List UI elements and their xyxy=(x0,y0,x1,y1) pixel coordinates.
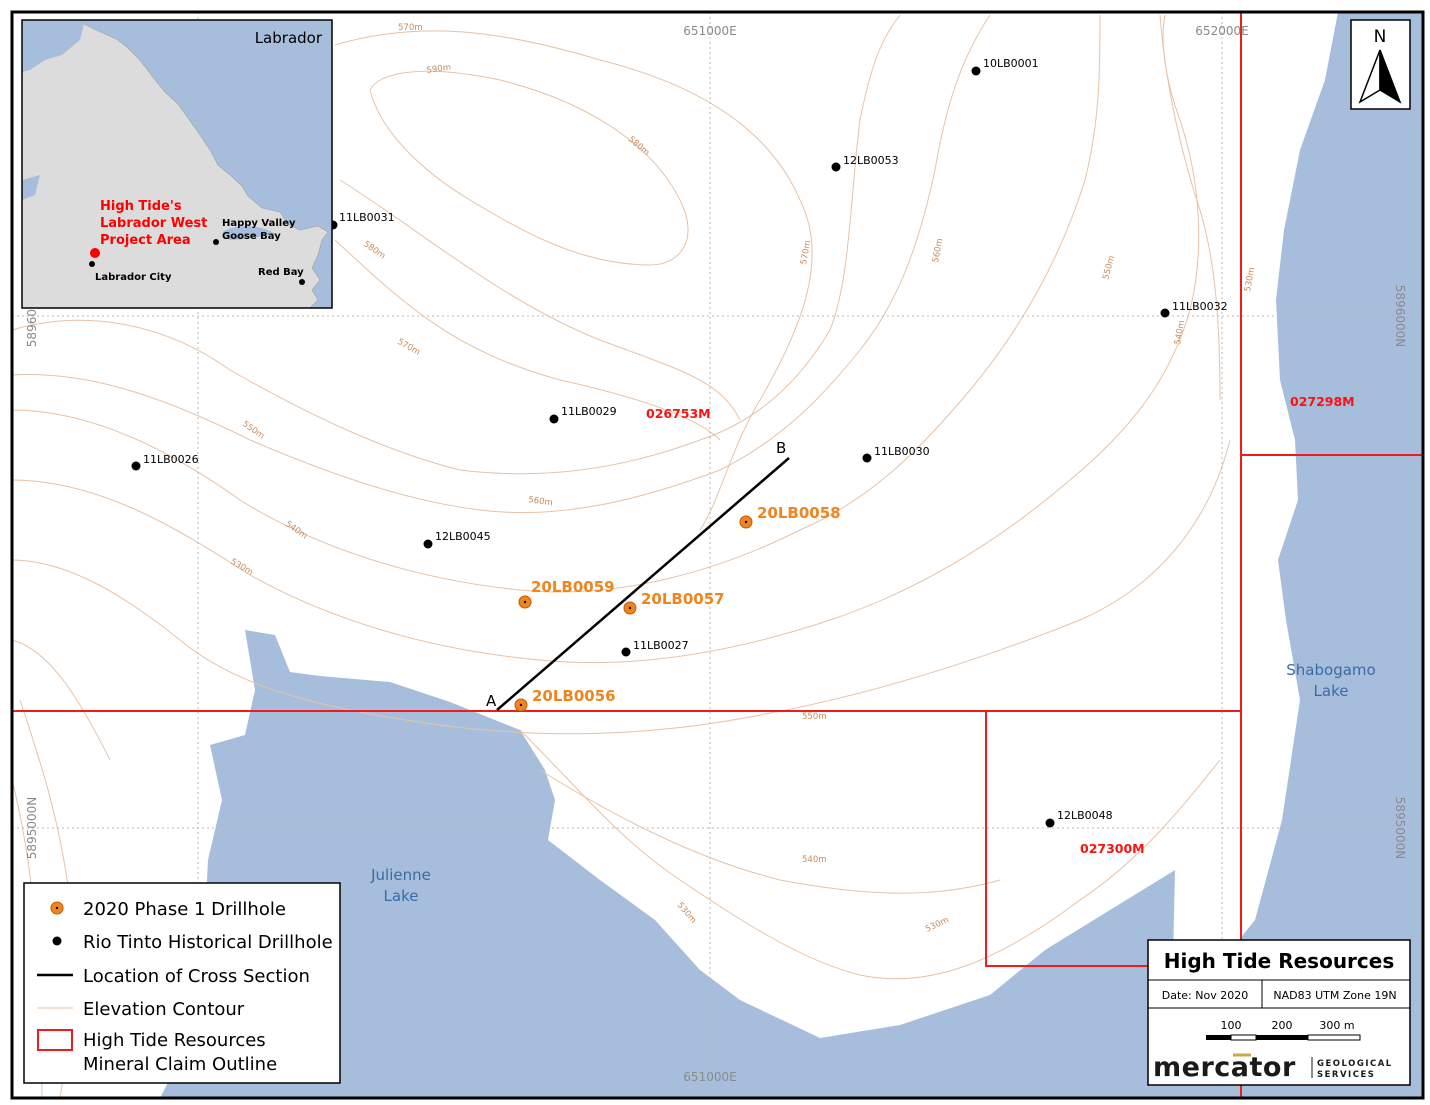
inset-city-marker xyxy=(89,261,95,267)
legend-item-claim-line1: High Tide Resources xyxy=(83,1030,266,1051)
contour-label: 530m xyxy=(1243,267,1257,293)
legend-item-claim-line2: Mineral Claim Outline xyxy=(83,1054,277,1075)
inset-city-happy-valley: Happy Valley xyxy=(222,218,296,229)
claim-label: 027298M xyxy=(1290,394,1355,409)
historical-drillhole[interactable]: 11LB0030 xyxy=(862,445,930,463)
drillhole-label: 12LB0045 xyxy=(435,530,491,543)
title-block-projection: NAD83 UTM Zone 19N xyxy=(1273,989,1396,1002)
drillhole-label: 20LB0058 xyxy=(757,504,841,522)
shabogamo-lake xyxy=(1020,12,1423,1098)
drillhole-label: 11LB0027 xyxy=(633,639,689,652)
north-arrow-label: N xyxy=(1374,27,1387,47)
legend-historical-symbol xyxy=(52,936,62,946)
inset-city-goose-bay: Goose Bay xyxy=(222,231,281,242)
legend-item-phase1: 2020 Phase 1 Drillhole xyxy=(83,899,286,920)
inset-city-red-bay: Red Bay xyxy=(258,267,304,278)
logo-sub-line1: GEOLOGICAL xyxy=(1317,1059,1393,1069)
drillhole-label: 11LB0026 xyxy=(143,453,199,466)
historical-drillhole[interactable]: 12LB0048 xyxy=(1045,809,1113,828)
legend-item-cross-section: Location of Cross Section xyxy=(83,966,310,987)
mineral-claims xyxy=(12,12,1423,1098)
historical-drillhole[interactable]: 11LB0032 xyxy=(1160,300,1228,318)
title-block-title: High Tide Resources xyxy=(1164,949,1395,973)
inset-project-marker xyxy=(90,248,100,258)
scale-tick-label: 100 xyxy=(1221,1019,1242,1032)
inset-city-marker xyxy=(213,239,219,245)
cross-section-start-label: A xyxy=(486,692,497,710)
drillhole-label: 20LB0059 xyxy=(531,578,615,596)
scale-bar: 100 200 300 m xyxy=(1206,1019,1361,1041)
contour-label: 590m xyxy=(426,63,452,76)
easting-label-652-top: 652000E xyxy=(1195,24,1248,38)
inset-title: Labrador xyxy=(255,29,323,47)
legend: 2020 Phase 1 Drillhole Rio Tinto Histori… xyxy=(23,882,341,1084)
phase1-drillhole[interactable]: 20LB0057 xyxy=(623,590,725,615)
inset-map: Labrador High Tide's Labrador West Proje… xyxy=(21,19,333,309)
contour-label: 540m xyxy=(802,855,827,865)
scale-tick-label: 300 m xyxy=(1319,1019,1354,1032)
scale-tick-label: 200 xyxy=(1272,1019,1293,1032)
northing-label-5895-right: 5895000N xyxy=(1393,797,1407,859)
drillhole-label: 11LB0032 xyxy=(1172,300,1228,313)
phase1-drillholes: 20LB0058 20LB0059 20LB0057 20LB0056 xyxy=(514,504,841,712)
easting-label-651-bottom: 651000E xyxy=(683,1070,736,1084)
drillhole-label: 10LB0001 xyxy=(983,57,1039,70)
lake-label-shabogamo: Shabogamo xyxy=(1286,661,1375,679)
mercator-logo: mercator GEOLOGICAL SERVICES xyxy=(1153,1052,1393,1083)
cross-section-line xyxy=(496,457,790,711)
cross-section-end-label: B xyxy=(776,439,786,457)
contour-label: 550m xyxy=(802,712,827,722)
elevation-contours xyxy=(11,14,1231,1099)
logo-text: mercator xyxy=(1153,1052,1296,1083)
title-block: High Tide Resources Date: Nov 2020 NAD83… xyxy=(1147,939,1411,1086)
inset-city-marker xyxy=(299,279,305,285)
northing-label-5895-left: 5895000N xyxy=(25,797,39,859)
logo-sub-line2: SERVICES xyxy=(1317,1070,1375,1080)
claim-label: 027300M xyxy=(1080,841,1145,856)
drillhole-label: 11LB0029 xyxy=(561,405,617,418)
inset-project-line3: Project Area xyxy=(100,233,191,248)
contour-label: 560m xyxy=(931,238,945,264)
inset-project-line2: Labrador West xyxy=(100,216,207,231)
title-block-date: Date: Nov 2020 xyxy=(1162,989,1248,1002)
historical-drillhole[interactable]: 12LB0053 xyxy=(831,154,899,172)
drillhole-label: 20LB0056 xyxy=(532,687,616,705)
claim-label: 026753M xyxy=(646,406,711,421)
inset-project-line1: High Tide's xyxy=(100,199,182,214)
phase1-drillhole[interactable]: 20LB0059 xyxy=(518,578,615,609)
legend-item-contour: Elevation Contour xyxy=(83,999,245,1020)
northing-label-5896-right: 5896000N xyxy=(1393,285,1407,347)
drillhole-label: 12LB0048 xyxy=(1057,809,1113,822)
historical-drillhole[interactable]: 12LB0045 xyxy=(423,530,491,549)
lake-label-julienne-2: Lake xyxy=(384,887,419,905)
contour-label: 570m xyxy=(799,240,813,266)
drillhole-label: 20LB0057 xyxy=(641,590,725,608)
legend-item-historical: Rio Tinto Historical Drillhole xyxy=(83,932,333,953)
historical-drillholes: 10LB0001 12LB0053 11LB0031 11LB0032 11LB… xyxy=(131,57,1228,828)
drillhole-label: 11LB0030 xyxy=(874,445,930,458)
phase1-drillhole[interactable]: 20LB0056 xyxy=(514,687,616,712)
phase1-drillhole[interactable]: 20LB0058 xyxy=(739,504,841,529)
historical-drillhole[interactable]: 11LB0029 xyxy=(549,405,617,424)
map-frame xyxy=(10,10,1425,1100)
contour-label: 560m xyxy=(528,495,554,508)
contour-label: 540m xyxy=(1173,320,1187,346)
inset-city-labrador-city: Labrador City xyxy=(95,272,172,283)
historical-drillhole[interactable]: 11LB0026 xyxy=(131,453,199,471)
cross-section: A B xyxy=(486,439,790,711)
easting-label-651-top: 651000E xyxy=(683,24,736,38)
legend-claim-symbol xyxy=(37,1029,73,1051)
contour-label: 570m xyxy=(398,23,423,33)
north-arrow: N xyxy=(1350,19,1411,110)
lake-label-julienne: Julienne xyxy=(370,866,431,884)
historical-drillhole[interactable]: 10LB0001 xyxy=(971,57,1039,76)
historical-drillhole[interactable]: 11LB0027 xyxy=(621,639,689,657)
lake-label-shabogamo-2: Lake xyxy=(1314,682,1349,700)
drillhole-label: 12LB0053 xyxy=(843,154,899,167)
drillhole-label: 11LB0031 xyxy=(339,211,395,224)
